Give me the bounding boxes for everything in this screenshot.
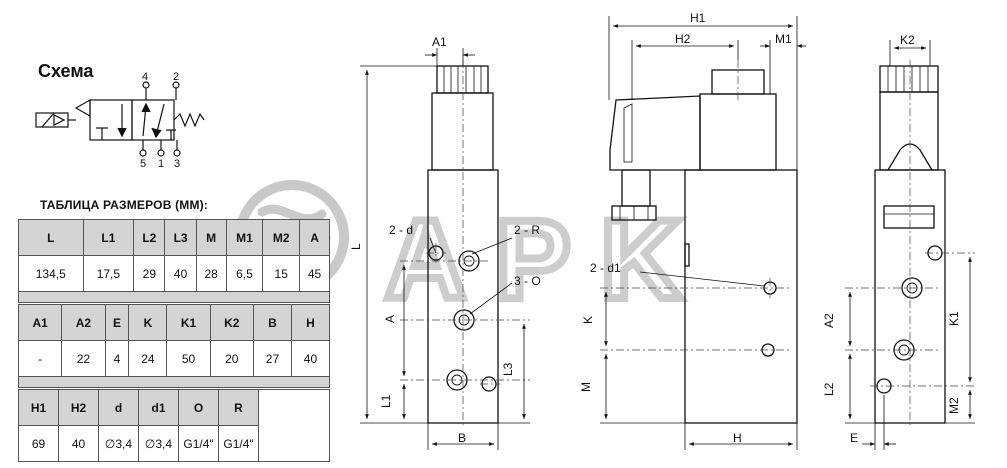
table-cell: ∅3,4: [138, 425, 179, 462]
table-header-cell: K: [128, 304, 168, 341]
table-separator: [18, 376, 330, 388]
table-header-cell: d: [98, 389, 139, 426]
table-cell: 22: [61, 340, 106, 377]
table-row: 134,5 17,5 29 40 28 6,5 15 45: [18, 255, 330, 292]
table-separator: [18, 291, 330, 303]
hole-label-d1: 2 - d1: [590, 261, 621, 275]
dim-label-h1: H1: [690, 11, 706, 25]
dim-label-l2: L2: [822, 382, 836, 396]
table-header-cell: H: [290, 304, 331, 341]
table-cell: 4: [104, 340, 130, 377]
table-cell: 69: [18, 425, 59, 462]
table-header-cell: L1: [82, 219, 135, 256]
dim-label-m: M: [579, 382, 593, 392]
dim-label-h2: H2: [675, 32, 691, 46]
table-header-cell: A: [299, 219, 330, 256]
hole-label-o: 3 - O: [514, 274, 541, 288]
dim-label-l3: L3: [501, 362, 515, 376]
dim-label-e: E: [850, 431, 858, 445]
port-label-1: 1: [158, 158, 164, 170]
size-table-group-1: L L1 L2 L3 M M1 M2 A 134,5 17,5 29 40 28…: [18, 219, 330, 292]
port-label-2: 2: [173, 71, 179, 83]
table-header-cell: M1: [225, 219, 264, 256]
schema-title: Схема: [38, 61, 94, 81]
size-table-title: ТАБЛИЦА РАЗМЕРОВ (ММ):: [40, 198, 209, 212]
table-cell: G1/4": [218, 425, 259, 462]
side-view-labels: H1 H2 M1 2 - d1 K M H: [579, 11, 792, 445]
watermark-text: APK: [385, 197, 711, 322]
end-view-centerlines: [845, 60, 975, 428]
dim-label-k1: K1: [947, 311, 961, 326]
table-cell: 20: [209, 340, 254, 377]
hole-label-r: 2 - R: [514, 223, 540, 237]
pneumatic-schematic-symbol: 4 2 5 1 3: [35, 71, 205, 170]
table-cell: ∅3,4: [98, 425, 139, 462]
dim-label-a2: A2: [822, 313, 836, 328]
dim-label-h: H: [733, 431, 742, 445]
port-label-5: 5: [140, 158, 146, 170]
dim-label-m2: M2: [947, 397, 961, 414]
table-row: 69 40 ∅3,4 ∅3,4 G1/4" G1/4": [18, 425, 330, 462]
side-view-centerlines: [600, 60, 790, 351]
dim-label-k: K: [581, 316, 595, 324]
table-header-cell: H2: [58, 389, 99, 426]
table-cell: 28: [195, 255, 227, 292]
hole-label-d: 2 - d: [389, 223, 413, 237]
table-header-row: A1 A2 E K K1 K2 B H: [17, 304, 331, 341]
dim-label-l: L: [349, 243, 363, 250]
front-view-centerlines: [400, 60, 530, 428]
table-cell: 17,5: [82, 255, 135, 292]
table-header-cell: A2: [61, 304, 106, 341]
table-cell: 24: [128, 340, 168, 377]
dim-label-a1: A1: [432, 35, 447, 49]
table-header-cell: L3: [164, 219, 197, 256]
dim-label-l1: L1: [379, 394, 393, 408]
side-view-drawing: [609, 69, 798, 424]
dim-label-m1: M1: [775, 32, 792, 46]
table-header-row: L L1 L2 L3 M M1 M2 A: [18, 219, 330, 256]
end-view-dimensions: [845, 40, 975, 450]
size-table-group-2: A1 A2 E K K1 K2 B H - 22 4 24 50 20 27 4…: [17, 304, 331, 377]
table-cell: 15: [262, 255, 301, 292]
table-cell: -: [17, 340, 63, 377]
end-view-labels: K2 A2 K1 L2 M2 E: [822, 33, 961, 445]
table-cell: 27: [252, 340, 292, 377]
table-header-cell: d1: [138, 389, 179, 426]
front-view-dimensions: [360, 48, 530, 450]
dim-label-k2: K2: [900, 33, 915, 47]
port-label-4: 4: [142, 71, 148, 83]
dim-label-b: B: [458, 431, 466, 445]
table-cell: 29: [133, 255, 166, 292]
table-cell: 40: [58, 425, 99, 462]
table-row: - 22 4 24 50 20 27 40: [17, 340, 331, 377]
dim-label-a: A: [383, 315, 397, 323]
table-cell: 45: [299, 255, 330, 292]
side-view-dimensions: [600, 16, 806, 450]
table-header-row: H1 H2 d d1 O R: [18, 389, 330, 462]
table-cell: 50: [166, 340, 211, 377]
table-header-cell: H1: [18, 389, 59, 426]
table-header-cell: O: [178, 389, 219, 426]
table-cell: 6,5: [225, 255, 264, 292]
table-header-cell: E: [104, 304, 130, 341]
port-label-3: 3: [174, 158, 180, 170]
table-cell: 134,5: [18, 255, 84, 292]
table-header-cell: M: [195, 219, 227, 256]
size-table-group-3: H1 H2 d d1 O R 69 40 ∅3,4 ∅3,4 G1/4" G1/…: [18, 389, 330, 462]
front-view-labels: A1 L 2 - d 2 - R 3 - O A L3 L1 B: [349, 35, 541, 445]
table-header-cell: K2: [209, 304, 254, 341]
table-header-cell: M2: [262, 219, 301, 256]
table-empty-cell: [258, 389, 330, 462]
table-header-cell: A1: [17, 304, 63, 341]
table-header-cell: B: [252, 304, 292, 341]
table-header-cell: L2: [133, 219, 166, 256]
table-cell: 40: [164, 255, 197, 292]
table-cell: G1/4": [178, 425, 219, 462]
